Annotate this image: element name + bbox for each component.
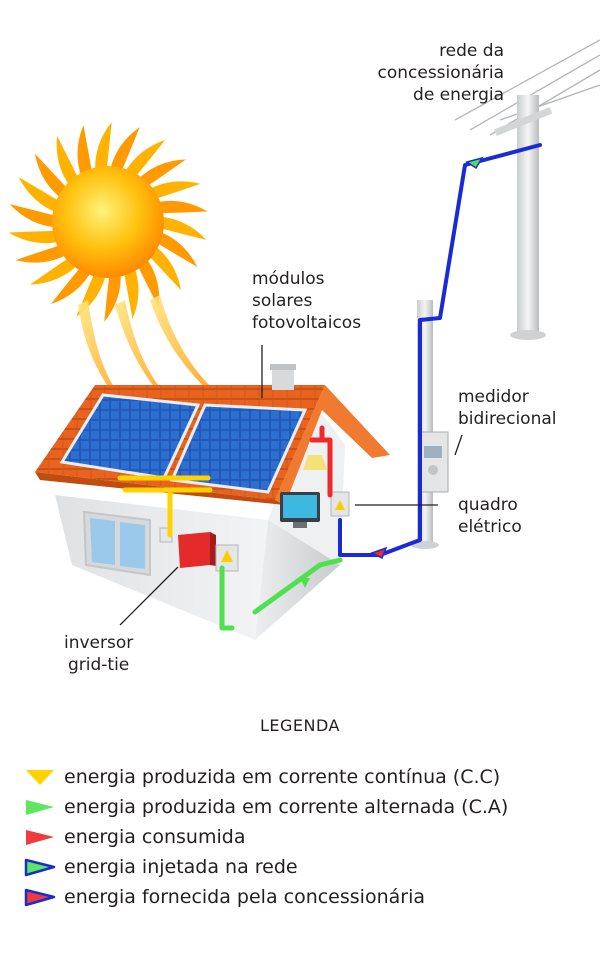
legend-label-supplied: energia fornecida pela concessionária [64, 886, 425, 908]
sun-ray [50, 264, 93, 305]
consumed-wire [309, 425, 333, 498]
label-modules-line-2: solares [252, 291, 313, 311]
label-inverter: inversor grid-tie [64, 632, 133, 676]
legend-item-dc: energia produzida em corrente contínua (… [22, 762, 508, 792]
sun-ray [146, 181, 201, 200]
label-meter-line-1: medidor [458, 387, 529, 407]
label-grid-line-2: concessionária [377, 63, 505, 83]
sun-ray [154, 200, 208, 214]
sun-ray [30, 255, 80, 285]
sun-ray [157, 216, 207, 240]
solar-system-diagram [8, 39, 600, 640]
label-inverter-line-1: inversor [64, 633, 134, 653]
sun-ray [123, 264, 139, 319]
label-modules-line-1: módulos [252, 269, 325, 289]
sun-ray [146, 244, 182, 291]
legend-item-supplied: energia fornecida pela concessionária [22, 882, 508, 912]
injected-arrow-icon [24, 858, 56, 877]
ac-wire [219, 557, 343, 631]
sun-ray [136, 159, 186, 189]
label-grid-line-3: de energia [413, 85, 504, 105]
window [82, 510, 151, 577]
inverter [178, 532, 216, 568]
sun-ray [77, 125, 93, 180]
label-meter: medidor bidirecional [458, 386, 557, 430]
bidirectional-meter [419, 431, 449, 493]
sun-ray [9, 204, 59, 228]
sun-ray [109, 127, 140, 174]
dc-wire [117, 475, 213, 538]
supplied-arrow-icon [24, 888, 56, 907]
sun-ray [123, 139, 166, 180]
legend-label-consumed: energia consumida [64, 826, 246, 848]
sun-ray [136, 255, 160, 309]
service-post [411, 300, 439, 549]
label-grid-line-1: rede da [439, 41, 504, 61]
label-meter-line-2: bidirecional [458, 409, 557, 429]
ac-arrow-icon [26, 800, 54, 815]
legend-label-ac: energia produzida em corrente alternada … [64, 796, 509, 818]
sun-ray [56, 135, 80, 189]
label-modules: módulos solares fotovoltaicos [252, 268, 361, 334]
label-panel: quadro elétrico [458, 494, 522, 538]
solar-panels [59, 393, 308, 494]
sun-ray [95, 122, 112, 174]
dc-arrow-icon [26, 770, 54, 785]
sun-ray [8, 230, 62, 244]
legend-item-consumed: energia consumida [22, 822, 508, 852]
sun-ray [34, 153, 70, 200]
label-panel-line-2: elétrico [458, 517, 522, 537]
grid-wire [338, 143, 542, 557]
sun-ray [154, 230, 198, 267]
sun [8, 122, 208, 322]
legend-label-dc: energia produzida em corrente contínua (… [64, 766, 501, 788]
sun-ray [18, 177, 62, 214]
legend-item-ac: energia produzida em corrente alternada … [22, 792, 508, 822]
label-grid: rede da concessionária de energia [378, 40, 505, 106]
label-modules-line-3: fotovoltaicos [252, 313, 362, 333]
label-inverter-line-2: grid-tie [67, 655, 130, 675]
sun-ray [104, 270, 121, 322]
consumed-arrow-icon [26, 830, 54, 845]
legend-label-injected: energia injetada na rede [64, 856, 298, 878]
sun-ray [15, 244, 70, 263]
legend-title: LEGENDA [260, 716, 340, 735]
legend-item-injected: energia injetada na rede [22, 852, 508, 882]
legend: energia produzida em corrente contínua (… [22, 762, 508, 912]
utility-pole [494, 95, 553, 340]
label-panel-line-1: quadro [458, 495, 518, 515]
